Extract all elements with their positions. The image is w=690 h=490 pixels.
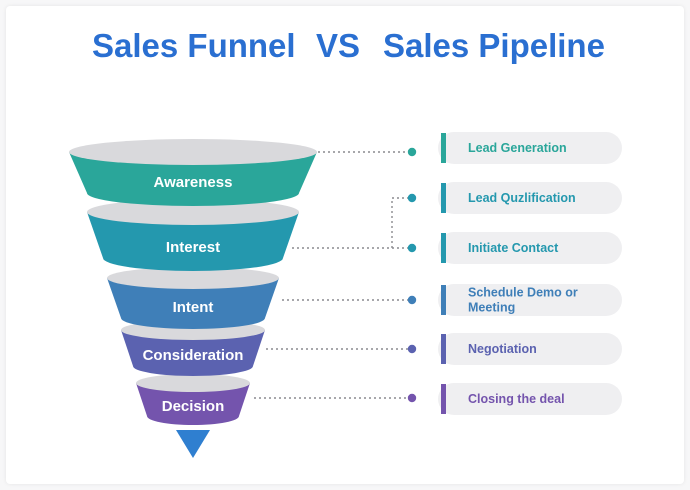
page-title: Sales Funnel VS Sales Pipeline (0, 24, 690, 68)
pipeline-item-label: Negotiation (468, 342, 537, 356)
funnel-stage-consideration (121, 330, 265, 376)
pipeline-item-label: Lead Quzlification (468, 191, 576, 205)
funnel-stage-interest (87, 212, 299, 271)
connector-dot (407, 147, 417, 157)
pipeline-pill (438, 333, 622, 365)
pipeline-pill-accent (441, 183, 446, 213)
pipeline-pill (438, 284, 622, 316)
pipeline-pill (438, 182, 622, 214)
pipeline-pill-accent (441, 384, 446, 414)
funnel-stage-intent (107, 278, 279, 329)
pipeline-pill-accent (441, 285, 446, 315)
pipeline-pill (438, 132, 622, 164)
funnel-stage-label: Intent (173, 299, 214, 316)
connector-dot (407, 295, 417, 305)
funnel-stage-label: Awareness (154, 174, 233, 191)
funnel-tip (176, 430, 210, 458)
pipeline-pill (438, 383, 622, 415)
funnel-stage-top (136, 374, 250, 392)
pipeline-item-label: Lead Generation (468, 141, 567, 155)
connector-dot (407, 193, 417, 203)
title-sales-funnel: Sales Funnel (92, 27, 296, 64)
funnel-stage-top (87, 199, 299, 225)
funnel-stage-label: Interest (166, 239, 220, 256)
connector-dot (407, 344, 417, 354)
pipeline-item-label: Initiate Contact (468, 241, 559, 255)
pipeline-pill (438, 232, 622, 264)
connector-dot (407, 393, 417, 403)
funnel-stage-top (69, 139, 317, 165)
title-vs: VS (316, 27, 361, 64)
funnel-stage-awareness (69, 152, 317, 206)
pipeline-item-label: Closing the deal (468, 392, 565, 406)
funnel-stage-decision (136, 383, 250, 425)
pipeline-pill-accent (441, 233, 446, 263)
funnel-stage-top (107, 267, 279, 289)
funnel-stage-label: Decision (162, 398, 225, 415)
pipeline-item-label: Meeting (468, 301, 515, 315)
pipeline-item-label: Schedule Demo or (468, 286, 578, 300)
pipeline-pill-accent (441, 334, 446, 364)
connector-dot (407, 243, 417, 253)
pipeline-pill-accent (441, 133, 446, 163)
title-sales-pipeline: Sales Pipeline (383, 27, 605, 64)
connector-branch (391, 197, 412, 248)
funnel-stage-label: Consideration (143, 347, 244, 364)
